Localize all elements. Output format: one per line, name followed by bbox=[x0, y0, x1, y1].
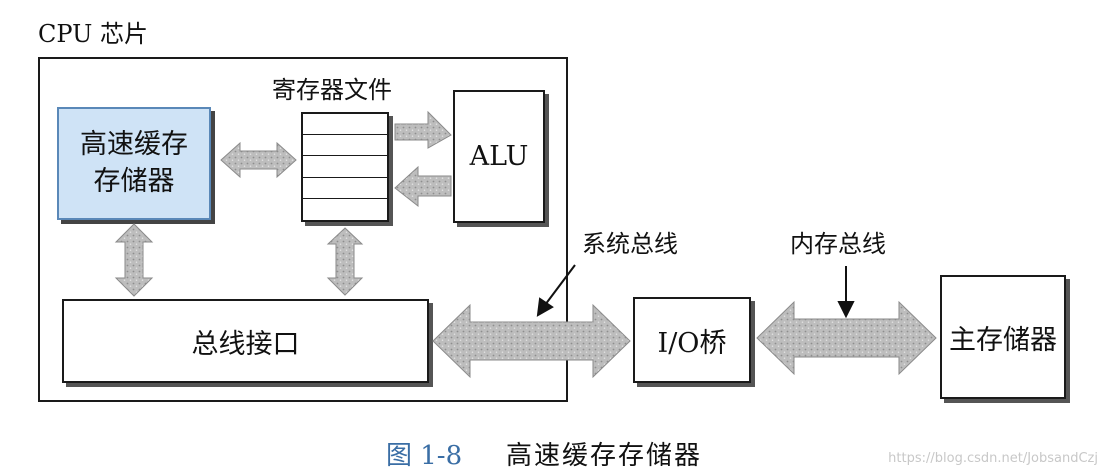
bus-interface-label: 总线接口 bbox=[191, 328, 300, 360]
alu-to-register-arrow bbox=[394, 165, 452, 208]
register-slot bbox=[303, 135, 387, 157]
io-bridge-label: I/O桥 bbox=[657, 327, 727, 359]
register-to-alu-arrow bbox=[394, 110, 452, 149]
alu-label: ALU bbox=[469, 141, 529, 172]
cache-label-line1: 高速缓存 bbox=[80, 129, 188, 161]
register-slot bbox=[303, 156, 387, 178]
memory-bus-label: 内存总线 bbox=[790, 230, 886, 258]
figure-title: 高速缓存存储器 bbox=[506, 441, 703, 471]
cache-memory-box: 高速缓存 存储器 bbox=[57, 107, 211, 220]
cpu-chip-label: CPU 芯片 bbox=[38, 20, 148, 48]
cache-register-arrow bbox=[220, 141, 297, 179]
register-slot bbox=[303, 114, 387, 136]
cpu-chip-outline bbox=[38, 57, 568, 402]
main-memory-label: 主存储器 bbox=[949, 324, 1057, 356]
system-bus-pointer-line bbox=[544, 264, 576, 306]
system-bus-label: 系统总线 bbox=[582, 230, 678, 258]
figure-number: 图 1-8 bbox=[386, 441, 463, 471]
register-file bbox=[301, 112, 389, 222]
memory-bus-arrow bbox=[756, 300, 937, 376]
register-bus-interface-arrow bbox=[326, 227, 364, 296]
system-bus-pointer-head bbox=[536, 297, 554, 317]
main-memory-box: 主存储器 bbox=[940, 275, 1066, 399]
io-bridge-box: I/O桥 bbox=[633, 297, 751, 383]
cache-bus-interface-arrow bbox=[114, 223, 154, 297]
watermark-text: https://blog.csdn.net/JobsandCzj bbox=[888, 451, 1098, 466]
system-bus-arrow bbox=[432, 303, 631, 379]
register-slot bbox=[303, 178, 387, 199]
register-file-label: 寄存器文件 bbox=[272, 76, 392, 104]
memory-bus-pointer-head bbox=[837, 301, 855, 319]
bus-interface-box: 总线接口 bbox=[62, 299, 429, 383]
cache-label-line2: 存储器 bbox=[93, 165, 175, 197]
alu-box: ALU bbox=[453, 90, 545, 223]
